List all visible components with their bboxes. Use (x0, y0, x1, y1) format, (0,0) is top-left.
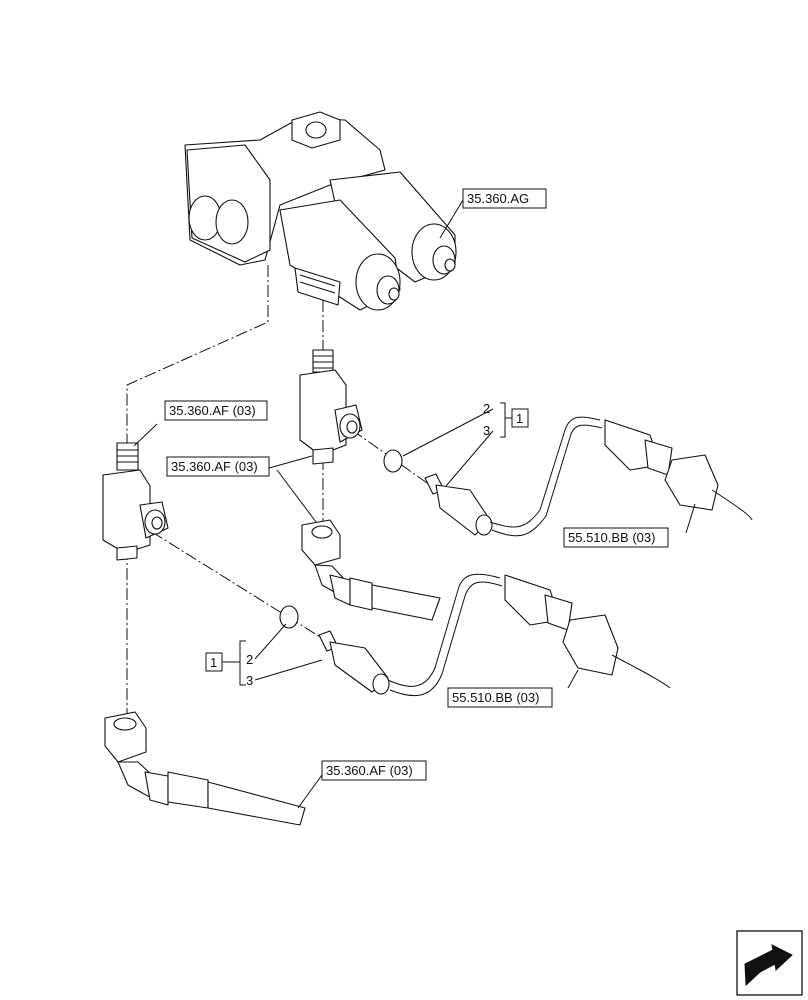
svg-text:1: 1 (516, 411, 523, 426)
o-ring-upper (383, 449, 403, 473)
item-number-box[interactable]: 1 (511, 408, 529, 428)
callout-hose-lower[interactable]: 35.360.AF (03) (321, 760, 427, 781)
next-page-arrow-icon[interactable] (736, 930, 803, 996)
svg-text:35.360.AF (03): 35.360.AF (03) (171, 459, 258, 474)
tee-fitting-upper (299, 349, 363, 465)
tee-fitting-left (102, 442, 169, 561)
callout-fitting-upper-left[interactable]: 35.360.AF (03) (164, 400, 268, 421)
item-group-lower: 1 2 3 (205, 652, 253, 688)
callout-fitting-mid[interactable]: 35.360.AF (03) (166, 456, 270, 477)
assembly-centerlines (126, 265, 431, 718)
svg-text:1: 1 (210, 655, 217, 670)
solenoid-valve-assembly (184, 111, 457, 311)
callout-valve-assembly[interactable]: 35.360.AG (462, 188, 547, 209)
callout-connector-upper[interactable]: 55.510.BB (03) (563, 527, 669, 548)
sub-item-label: 2 (483, 401, 490, 416)
sub-item-label: 3 (483, 423, 490, 438)
svg-text:35.360.AF (03): 35.360.AF (03) (326, 763, 413, 778)
pressure-sensor-upper (424, 416, 753, 537)
svg-text:35.360.AG: 35.360.AG (467, 191, 529, 206)
svg-text:35.360.AF (03): 35.360.AF (03) (169, 403, 256, 418)
item-number-box[interactable]: 1 (205, 652, 223, 672)
hose-elbow-middle (301, 519, 441, 621)
sub-item-label: 2 (246, 652, 253, 667)
item-group-upper: 2 3 1 (483, 401, 529, 438)
hose-elbow-lower (104, 711, 306, 826)
o-ring-lower (279, 605, 299, 629)
svg-text:55.510.BB (03): 55.510.BB (03) (452, 690, 539, 705)
callout-connector-lower[interactable]: 55.510.BB (03) (447, 687, 553, 708)
leader-lines (133, 199, 696, 809)
pressure-sensor-lower (318, 573, 671, 697)
svg-text:55.510.BB (03): 55.510.BB (03) (568, 530, 655, 545)
sub-item-label: 3 (246, 673, 253, 688)
